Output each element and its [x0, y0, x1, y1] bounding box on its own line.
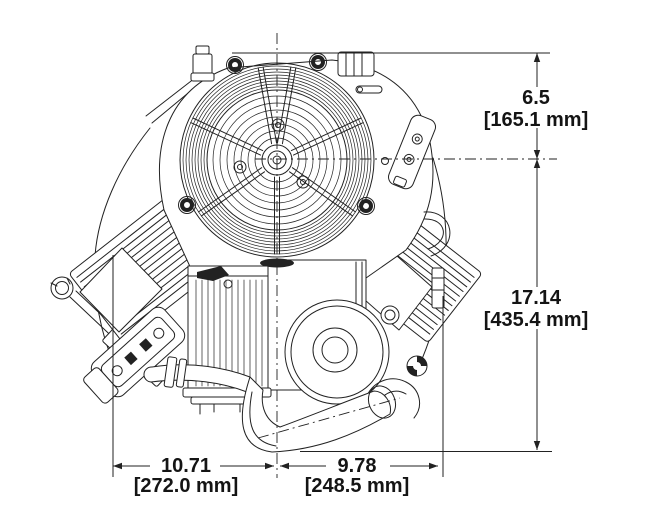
intake-cap [260, 258, 294, 268]
fuel-valve [406, 355, 428, 377]
dimension-annotations: 6.5 [165.1 mm] 17.14 [435.4 mm] 10.71 [2… [112, 52, 589, 497]
right-bracket [431, 267, 445, 309]
engine-line-art [50, 45, 552, 453]
dim-bottom-left-mm: [272.0 mm] [134, 475, 239, 497]
left-rocker-cover [79, 247, 163, 333]
dim-right-inches: 17.14 [511, 287, 562, 309]
dim-bottom-right-inches: 9.78 [338, 455, 377, 477]
coil-bracket [388, 114, 436, 190]
hex-bolt [380, 305, 400, 325]
dim-bottom: 10.71 [272.0 mm] 9.78 [248.5 mm] [113, 455, 438, 497]
dim-right-mm: [435.4 mm] [484, 309, 589, 331]
choke-lever [197, 266, 229, 281]
shroud-bolts [178, 53, 375, 215]
muffler-end-cap [284, 299, 390, 405]
dim-top: 6.5 [165.1 mm] [484, 53, 589, 159]
exhaust-outlet-tube [241, 376, 401, 453]
dim-bottom-left-inches: 10.71 [161, 455, 211, 477]
starter-cluster [83, 306, 186, 404]
dim-top-mm: [165.1 mm] [484, 109, 589, 131]
top-cap [190, 45, 215, 82]
top-valve-cover [337, 51, 383, 94]
dim-top-inches: 6.5 [522, 87, 550, 109]
datum-point [381, 157, 389, 165]
dim-right: 17.14 [435.4 mm] [484, 159, 589, 450]
dim-bottom-right-mm: [248.5 mm] [305, 475, 410, 497]
exhaust-left-pipe [143, 356, 251, 393]
fuel-hose-loop [423, 211, 451, 257]
